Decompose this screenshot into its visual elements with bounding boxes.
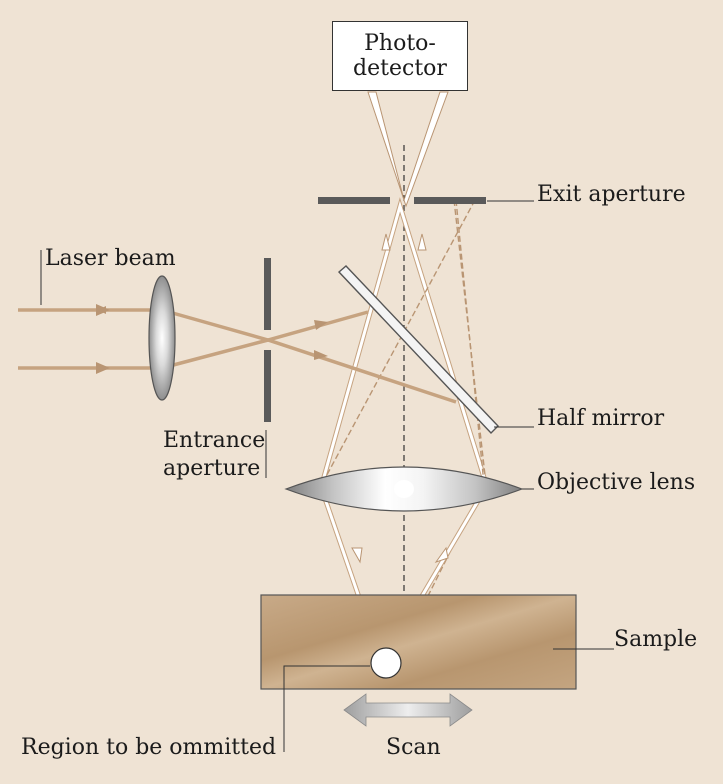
laser-beams [18, 306, 457, 404]
entrance-aperture-label-line2: aperture [163, 456, 261, 481]
entrance-aperture [264, 258, 271, 422]
laser-arrowheads [96, 304, 328, 374]
scan-arrow [343, 693, 473, 727]
sample-label: Sample [614, 627, 698, 652]
objective-lens-highlight [394, 480, 414, 498]
entrance-aperture-label-line1: Entrance [163, 428, 266, 453]
exit-aperture [318, 197, 486, 204]
photodetector-box: Photo- detector [332, 21, 468, 91]
half-mirror [337, 265, 499, 435]
photodetector-label-line1: Photo- [364, 30, 436, 56]
half-mirror-label: Half mirror [537, 406, 665, 431]
leader-lines [40, 200, 614, 752]
exit-aperture-label: Exit aperture [537, 182, 686, 207]
region-omitted-label: Region to be ommitted [21, 735, 277, 760]
scan-label: Scan [386, 735, 441, 760]
photodetector-label-line2: detector [353, 56, 447, 81]
objective-lens-label: Objective lens [537, 470, 696, 495]
laser-beam-label: Laser beam [45, 246, 176, 271]
sample-block [260, 594, 577, 690]
focusing-lens [148, 275, 176, 401]
region-circle [370, 647, 402, 679]
